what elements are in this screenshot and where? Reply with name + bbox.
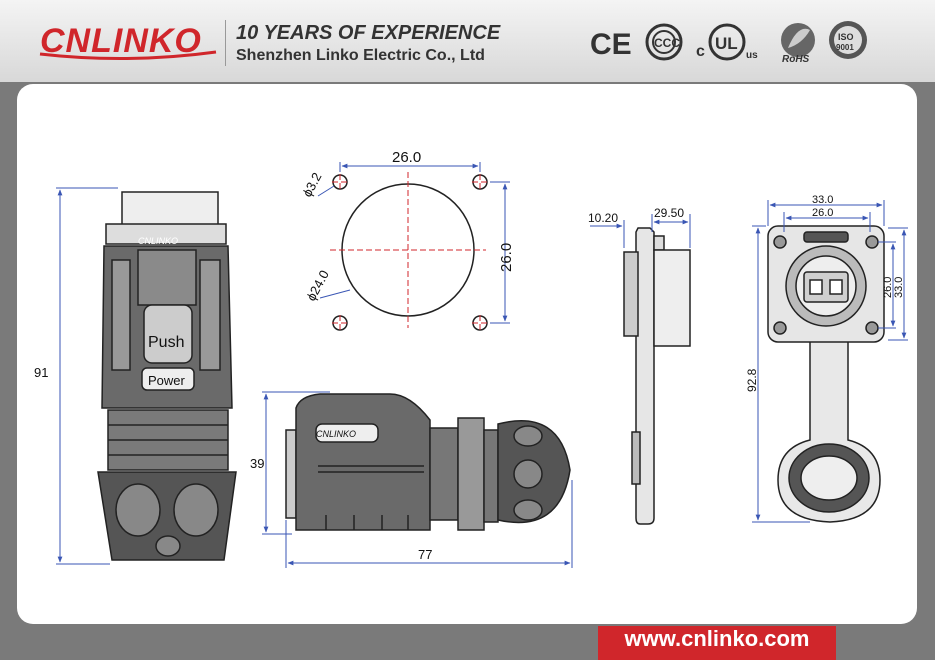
rohs-mark-icon: RoHS <box>781 23 815 64</box>
svg-text:9001: 9001 <box>836 43 854 52</box>
iso-mark-icon: ISO 9001 <box>829 21 867 59</box>
hole-diameter-label: ϕ3.2 <box>299 170 324 199</box>
total-height-label: 92.8 <box>745 368 759 392</box>
svg-text:CE: CE <box>590 28 632 60</box>
socket-side-dims <box>590 214 691 248</box>
inner-height-label: 26.0 <box>882 277 894 298</box>
hole-spacing-h-label: 26.0 <box>392 149 421 166</box>
header-divider <box>225 20 226 66</box>
footer-banner: www.cnlinko.com <box>598 626 836 660</box>
company-name: Shenzhen Linko Electric Co., Ltd <box>236 47 485 64</box>
brand-logo: CNLINKO <box>40 22 202 60</box>
outer-height-label: 33.0 <box>893 277 905 298</box>
website-link[interactable]: www.cnlinko.com <box>624 626 810 651</box>
tagline: 10 YEARS OF EXPERIENCE <box>236 22 501 44</box>
svg-text:us: us <box>746 50 758 61</box>
socket-front-view <box>767 225 885 523</box>
outer-width-label: 33.0 <box>812 194 833 206</box>
dim-91 <box>56 187 118 565</box>
svg-text:CCC: CCC <box>654 36 680 50</box>
cul-us-mark-icon: c UL us <box>696 23 758 61</box>
side-logo-text: CNLINKO <box>316 429 356 439</box>
push-label: Push <box>148 334 184 351</box>
socket-front-dims <box>752 200 908 523</box>
plug-front-view <box>97 191 237 561</box>
depth-dim-label: 29.50 <box>654 206 684 220</box>
hole-spacing-v-label: 26.0 <box>498 243 515 272</box>
socket-side-view <box>623 227 691 525</box>
plug-side-view <box>285 393 571 531</box>
dim-39-label: 39 <box>250 456 264 471</box>
power-label: Power <box>148 373 186 388</box>
panel-cutout-view <box>317 162 510 331</box>
inner-width-label: 26.0 <box>812 207 833 219</box>
svg-text:c: c <box>696 43 705 60</box>
dim-91-label: 91 <box>34 365 48 380</box>
cutout-diameter-label: ϕ24.0 <box>303 268 332 304</box>
dim-39 <box>262 391 330 535</box>
dim-77-label: 77 <box>418 547 432 562</box>
logo-swoosh-icon <box>39 50 217 61</box>
svg-text:UL: UL <box>715 34 738 53</box>
svg-text:ISO: ISO <box>838 32 854 42</box>
header: CNLINKO 10 YEARS OF EXPERIENCE Shenzhen … <box>0 0 935 82</box>
front-logo-text: CNLINKO <box>138 236 178 246</box>
svg-text:RoHS: RoHS <box>782 54 810 64</box>
ccc-mark-icon: CCC <box>645 23 683 61</box>
technical-drawing: Push Power CNLINKO 91 CNL <box>34 149 908 568</box>
drawing-panel: Push Power CNLINKO 91 CNL <box>17 84 917 624</box>
ce-mark-icon: CE <box>590 28 632 60</box>
dim-77 <box>285 480 573 568</box>
flange-dim-label: 10.20 <box>588 211 618 225</box>
